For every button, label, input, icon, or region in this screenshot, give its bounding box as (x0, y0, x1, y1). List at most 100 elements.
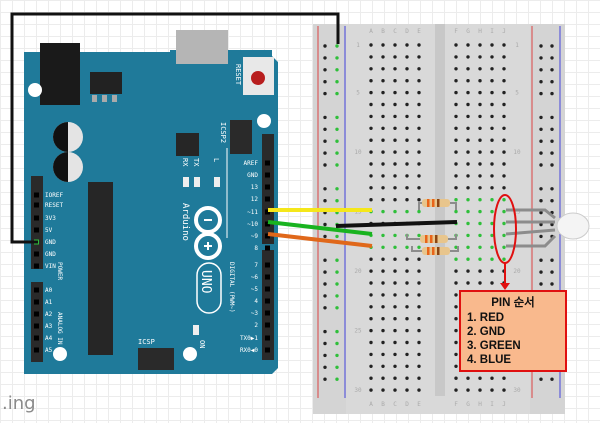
breadboard-hole[interactable] (466, 114, 470, 119)
breadboard-hole[interactable] (381, 43, 385, 47)
breadboard-hole[interactable] (417, 245, 421, 249)
breadboard-hole[interactable] (502, 186, 506, 190)
breadboard-hole[interactable] (381, 102, 385, 107)
rail-hole[interactable] (539, 234, 543, 239)
breadboard-hole[interactable] (381, 305, 385, 309)
breadboard-hole[interactable] (405, 209, 409, 214)
breadboard-hole[interactable] (393, 186, 397, 190)
breadboard-hole[interactable] (369, 317, 373, 321)
rail-hole[interactable] (539, 163, 543, 167)
breadboard-hole[interactable] (454, 293, 458, 297)
breadboard-hole[interactable] (466, 90, 470, 95)
breadboard-hole[interactable] (454, 340, 458, 345)
rail-hole[interactable] (323, 68, 327, 72)
rail-hole[interactable] (539, 222, 543, 227)
rail-hole[interactable] (550, 91, 554, 96)
breadboard-hole[interactable] (393, 114, 397, 119)
header-pin[interactable] (265, 310, 270, 316)
breadboard-hole[interactable] (417, 90, 421, 95)
breadboard-hole[interactable] (490, 388, 494, 392)
breadboard-hole[interactable] (405, 388, 409, 392)
rail-hole[interactable] (539, 44, 543, 48)
gnd-wire[interactable] (10, 12, 340, 244)
rail-hole[interactable] (539, 80, 543, 84)
breadboard-hole[interactable] (405, 257, 409, 261)
breadboard-hole[interactable] (417, 150, 421, 154)
breadboard-hole[interactable] (490, 126, 494, 130)
breadboard-hole[interactable] (490, 102, 494, 107)
breadboard-hole[interactable] (393, 198, 397, 202)
breadboard-hole[interactable] (478, 150, 482, 154)
breadboard-hole[interactable] (454, 352, 458, 357)
breadboard-hole[interactable] (405, 198, 409, 202)
breadboard-hole[interactable] (393, 293, 397, 297)
breadboard-hole[interactable] (490, 233, 494, 238)
breadboard-hole[interactable] (369, 186, 373, 190)
rail-hole[interactable] (323, 282, 327, 286)
breadboard-hole[interactable] (417, 233, 421, 238)
breadboard-hole[interactable] (405, 269, 409, 273)
header-pin[interactable] (34, 335, 39, 341)
breadboard-hole[interactable] (381, 293, 385, 297)
rail-hole[interactable] (550, 68, 554, 72)
breadboard-hole[interactable] (405, 293, 409, 297)
breadboard-hole[interactable] (417, 126, 421, 130)
breadboard-hole[interactable] (502, 150, 506, 154)
breadboard-hole[interactable] (490, 150, 494, 154)
breadboard-hole[interactable] (490, 55, 494, 59)
breadboard-hole[interactable] (490, 186, 494, 190)
breadboard-hole[interactable] (369, 79, 373, 83)
breadboard-hole[interactable] (466, 221, 470, 226)
breadboard-hole[interactable] (405, 245, 409, 249)
breadboard-hole[interactable] (478, 55, 482, 59)
breadboard-hole[interactable] (405, 186, 409, 190)
breadboard-hole[interactable] (454, 209, 458, 214)
breadboard-hole[interactable] (490, 174, 494, 178)
rail-hole[interactable] (335, 187, 339, 191)
breadboard-hole[interactable] (417, 43, 421, 47)
breadboard-hole[interactable] (381, 364, 385, 368)
breadboard-hole[interactable] (417, 138, 421, 142)
header-pin[interactable] (34, 202, 39, 208)
breadboard-hole[interactable] (417, 257, 421, 261)
breadboard-hole[interactable] (478, 126, 482, 130)
breadboard-hole[interactable] (466, 162, 470, 166)
breadboard-hole[interactable] (369, 43, 373, 47)
breadboard-hole[interactable] (369, 102, 373, 107)
breadboard-hole[interactable] (393, 55, 397, 59)
rail-hole[interactable] (539, 91, 543, 96)
breadboard-hole[interactable] (454, 138, 458, 142)
rail-hole[interactable] (550, 258, 554, 262)
rail-hole[interactable] (539, 151, 543, 155)
header-pin[interactable] (34, 227, 39, 233)
rail-hole[interactable] (335, 365, 339, 369)
breadboard-hole[interactable] (393, 317, 397, 321)
breadboard-hole[interactable] (393, 138, 397, 142)
breadboard-hole[interactable] (417, 281, 421, 285)
rail-hole[interactable] (539, 199, 543, 203)
rail-hole[interactable] (323, 151, 327, 155)
breadboard-hole[interactable] (454, 150, 458, 154)
rail-hole[interactable] (539, 68, 543, 72)
rail-hole[interactable] (550, 282, 554, 286)
header-pin[interactable] (265, 347, 270, 353)
breadboard-hole[interactable] (490, 43, 494, 47)
breadboard-hole[interactable] (369, 174, 373, 178)
breadboard-hole[interactable] (405, 90, 409, 95)
breadboard-hole[interactable] (454, 317, 458, 321)
breadboard-hole[interactable] (454, 328, 458, 333)
rail-hole[interactable] (323, 127, 327, 131)
breadboard-hole[interactable] (454, 198, 458, 202)
breadboard-hole[interactable] (490, 67, 494, 71)
breadboard-hole[interactable] (405, 340, 409, 345)
breadboard-hole[interactable] (502, 79, 506, 83)
breadboard-hole[interactable] (381, 174, 385, 178)
breadboard-hole[interactable] (454, 364, 458, 368)
rail-hole[interactable] (323, 365, 327, 369)
breadboard-hole[interactable] (454, 388, 458, 392)
rail-hole[interactable] (323, 44, 327, 48)
breadboard-hole[interactable] (405, 317, 409, 321)
header-pin[interactable] (265, 160, 270, 166)
breadboard-hole[interactable] (502, 209, 506, 214)
breadboard-hole[interactable] (393, 126, 397, 130)
